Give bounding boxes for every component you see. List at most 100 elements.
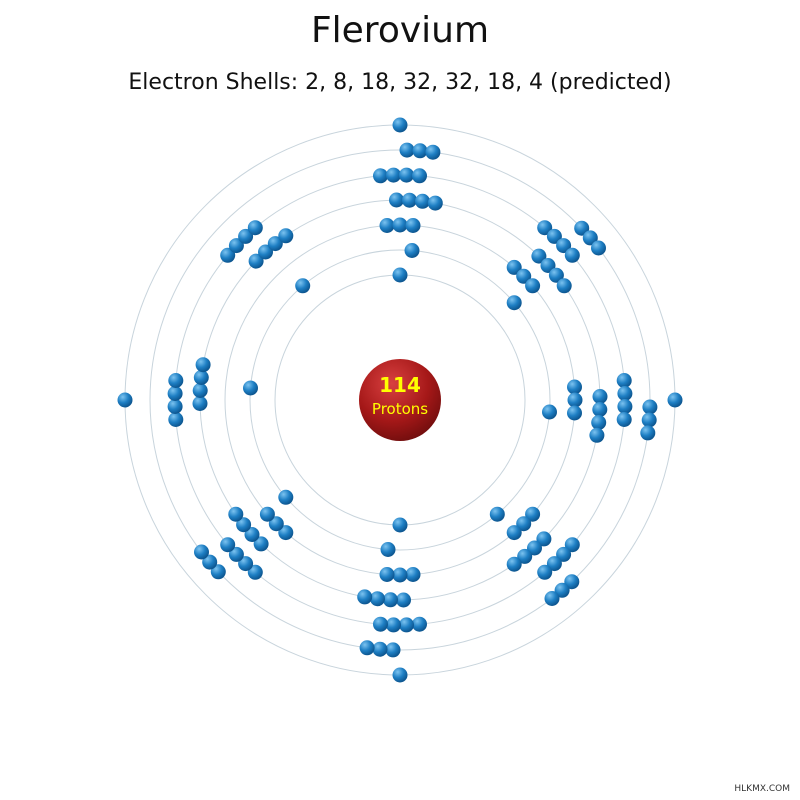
electron (167, 386, 183, 401)
electron (531, 248, 547, 264)
electron (195, 357, 211, 373)
watermark: HLKMX.COM (734, 784, 790, 794)
electron (564, 574, 580, 590)
electron (295, 278, 311, 294)
electron (616, 412, 632, 427)
electron (616, 373, 632, 388)
electron (253, 536, 269, 552)
electron (228, 546, 244, 562)
electron (617, 386, 633, 401)
electron (244, 527, 260, 542)
electron (554, 582, 570, 598)
electron (258, 244, 273, 260)
electron (220, 247, 236, 263)
electron (117, 392, 133, 408)
electron (194, 544, 209, 560)
electron (404, 243, 420, 258)
electron (548, 267, 564, 283)
electron (386, 617, 401, 633)
electron (516, 516, 532, 532)
electron (399, 142, 415, 158)
electron (525, 278, 541, 294)
electron-shells-subtitle: Electron Shells: 2, 8, 18, 32, 32, 18, 4… (128, 70, 672, 95)
electron (540, 258, 556, 273)
electron (516, 268, 532, 284)
electron (642, 399, 658, 415)
electron (506, 259, 522, 275)
electron (248, 253, 264, 269)
electron (373, 616, 388, 632)
electron (380, 542, 396, 557)
electron (392, 117, 408, 133)
nucleus: 114 Protons (359, 359, 441, 441)
electron (567, 379, 582, 395)
electron (167, 399, 183, 414)
electron (392, 217, 408, 233)
electron (278, 228, 294, 244)
electron (168, 373, 184, 388)
electron (405, 218, 421, 233)
electron (372, 641, 388, 657)
orbit-ring (249, 249, 551, 551)
electron (641, 412, 657, 428)
nucleus-sphere (359, 359, 441, 441)
electron (537, 564, 553, 580)
electron (546, 556, 562, 572)
electron (370, 591, 385, 607)
electron (667, 392, 683, 408)
electron (220, 537, 236, 553)
electron (243, 380, 258, 396)
electron (506, 295, 522, 311)
electron (193, 370, 209, 385)
electron (247, 564, 263, 580)
electron (396, 592, 411, 608)
electron (592, 402, 608, 417)
electron (544, 591, 560, 606)
proton-count: 114 (379, 373, 421, 397)
electron (228, 238, 244, 254)
electron (210, 564, 226, 580)
electron (192, 383, 208, 398)
electron (489, 506, 505, 522)
electron (399, 617, 414, 633)
electron (556, 238, 572, 254)
electron (556, 278, 572, 294)
electron (589, 427, 605, 443)
electron (567, 405, 582, 421)
electron (546, 228, 562, 244)
electron (640, 425, 656, 441)
electron (228, 506, 244, 522)
electron (238, 556, 254, 572)
electron (556, 546, 572, 562)
electron (259, 506, 275, 522)
electron (386, 167, 401, 183)
electron (412, 143, 428, 159)
electron (425, 144, 441, 160)
electron (238, 228, 254, 244)
electron (592, 389, 608, 404)
electron (392, 517, 408, 533)
electron (247, 220, 263, 236)
electron (582, 230, 598, 246)
electron (357, 589, 373, 605)
electron (564, 537, 580, 553)
electron (383, 592, 398, 608)
electron (506, 525, 522, 541)
electron (392, 267, 408, 283)
page-title: Flerovium (310, 10, 490, 51)
electron (591, 415, 607, 430)
electron (389, 192, 404, 208)
electron (591, 240, 606, 256)
electron (379, 567, 395, 582)
electron (574, 220, 590, 236)
electron (617, 399, 633, 414)
electron (405, 567, 421, 582)
electron (536, 531, 552, 547)
electron (525, 506, 541, 522)
electron (359, 640, 375, 656)
electron (564, 247, 580, 263)
electron (412, 168, 427, 184)
electron (542, 404, 557, 420)
electron (427, 195, 443, 211)
